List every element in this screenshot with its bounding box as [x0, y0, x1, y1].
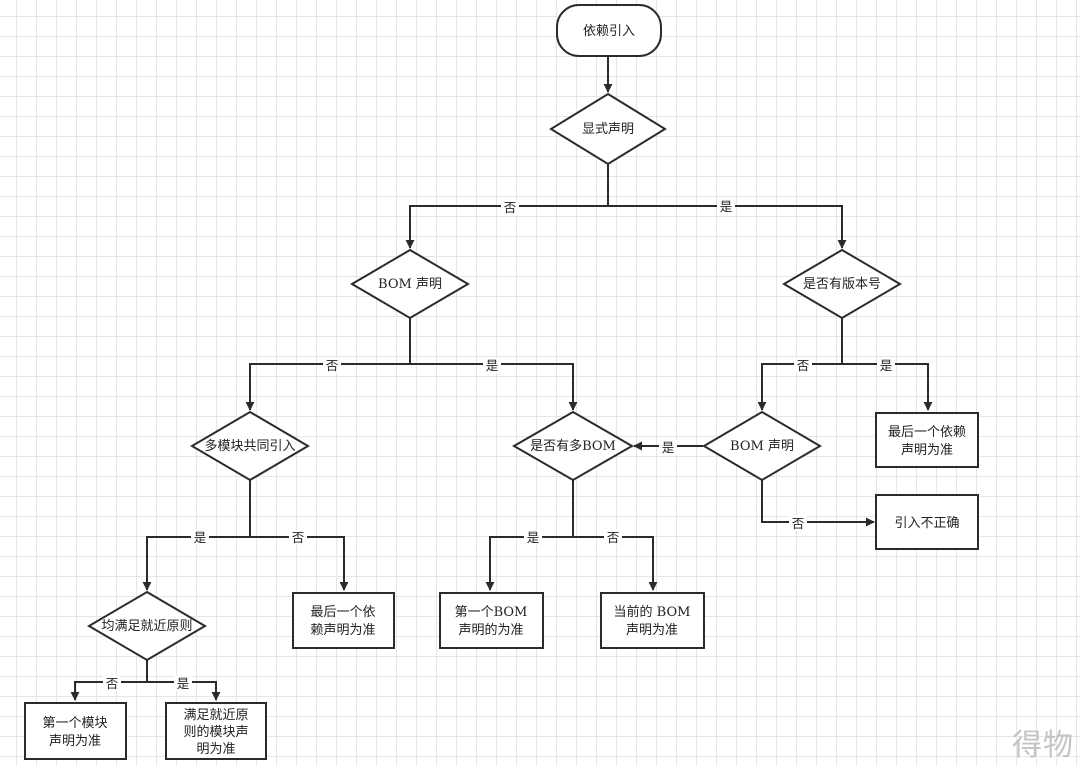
process-last-dependency-declaration-right: 最后一个依赖 声明为准: [875, 412, 979, 468]
label-version-no: 否: [794, 358, 812, 373]
process-current-bom-declaration: 当前的 BOM 声明为准: [600, 592, 705, 649]
label-bom-left-no: 否: [323, 358, 341, 373]
svg-text:是: 是: [194, 530, 207, 545]
decision-bom-declaration-right: BOM 声明: [702, 410, 822, 482]
svg-text:否: 否: [607, 530, 620, 545]
label-bom-right-no: 否: [789, 516, 807, 531]
label-multi-no: 否: [289, 530, 307, 545]
decision-nearest-rule-label: 均满足就近原则: [101, 619, 192, 634]
process-current-bom-declaration-line1: 当前的 BOM: [614, 604, 691, 620]
label-explicit-no: 否: [501, 200, 519, 215]
decision-has-multi-bom-label: 是否有多BOM: [530, 438, 616, 454]
svg-text:否: 否: [797, 358, 810, 373]
edge-bom-right-no: [761, 480, 875, 527]
edge-multi-no: [250, 536, 349, 591]
label-explicit-yes: 是: [717, 199, 735, 214]
svg-text:是: 是: [486, 358, 499, 373]
process-first-bom-declaration: 第一个BOM 声明的为准: [439, 592, 544, 649]
process-first-bom-declaration-line2: 声明的为准: [458, 622, 523, 638]
process-current-bom-declaration-line2: 声明为准: [626, 623, 678, 638]
decision-has-version-label: 是否有版本号: [803, 277, 881, 292]
label-bom-left-yes: 是: [483, 358, 501, 373]
edge-bom-left-yes: [410, 363, 578, 411]
process-first-module-declaration: 第一个模块 声明为准: [24, 702, 127, 760]
process-incorrect-import: 引入不正确: [875, 494, 979, 550]
decision-multi-module-label: 多模块共同引入: [204, 438, 295, 454]
decision-bom-declaration-left-label: BOM 声明: [378, 277, 442, 292]
svg-text:是: 是: [177, 676, 190, 691]
decision-explicit-declaration: 显式声明: [549, 92, 667, 166]
decision-bom-declaration-right-label: BOM 声明: [730, 439, 794, 454]
label-multibom-no: 否: [604, 530, 622, 545]
process-last-dependency-declaration-mid: 最后一个依 赖声明为准: [292, 592, 395, 649]
svg-text:否: 否: [504, 200, 517, 215]
decision-explicit-declaration-label: 显式声明: [582, 122, 634, 137]
svg-text:否: 否: [106, 676, 119, 691]
svg-text:是: 是: [720, 199, 733, 214]
process-nearest-module-declaration-line1: 满足就近原: [183, 708, 248, 723]
svg-text:是: 是: [527, 530, 540, 545]
process-nearest-module-declaration-line2: 则的模块声: [183, 724, 248, 740]
edge-version-yes: [842, 363, 933, 411]
process-last-dependency-declaration-mid-line2: 赖声明为准: [310, 623, 375, 638]
decision-bom-declaration-left: BOM 声明: [350, 248, 470, 320]
label-nearest-no: 否: [103, 676, 121, 691]
decision-multi-module: 多模块共同引入: [190, 410, 310, 482]
decision-has-version: 是否有版本号: [782, 248, 902, 320]
process-last-dependency-declaration-mid-line1: 最后一个依: [310, 605, 375, 620]
svg-text:是: 是: [880, 358, 893, 373]
process-last-dependency-declaration-right-line2: 声明为准: [901, 443, 953, 458]
edge-multibom-no: [573, 536, 658, 591]
process-first-bom-declaration-line1: 第一个BOM: [455, 605, 528, 620]
node-start: 依赖引入: [556, 4, 662, 57]
svg-text:是: 是: [662, 440, 675, 455]
decision-nearest-rule: 均满足就近原则: [87, 590, 207, 662]
process-incorrect-import-label: 引入不正确: [894, 516, 959, 531]
watermark: 得物: [1012, 728, 1074, 763]
svg-text:否: 否: [292, 530, 305, 545]
label-multibom-yes: 是: [524, 530, 542, 545]
process-first-module-declaration-line1: 第一个模块: [42, 716, 107, 731]
label-version-yes: 是: [877, 358, 895, 373]
edge-explicit-yes: [608, 205, 847, 249]
svg-text:否: 否: [792, 516, 805, 531]
edge-labels: 否 是 否 是 否 是 是 否: [103, 199, 895, 691]
label-multi-yes: 是: [191, 530, 209, 545]
node-start-label: 依赖引入: [583, 24, 635, 39]
label-bom-right-yes: 是: [659, 440, 677, 455]
label-nearest-yes: 是: [174, 676, 192, 691]
svg-text:否: 否: [326, 358, 339, 373]
decision-has-multi-bom: 是否有多BOM: [511, 410, 635, 482]
process-nearest-module-declaration: 满足就近原 则的模块声 明为准: [165, 702, 267, 760]
process-last-dependency-declaration-right-line1: 最后一个依赖: [888, 425, 966, 440]
process-first-module-declaration-line2: 声明为准: [49, 734, 101, 749]
process-nearest-module-declaration-line3: 明为准: [196, 742, 235, 757]
nodes: 依赖引入 显式声明 BOM 声明 是否有版本号 多模块共同引入 是否有多BOM …: [24, 4, 979, 760]
edge-nearest-yes: [147, 681, 221, 701]
